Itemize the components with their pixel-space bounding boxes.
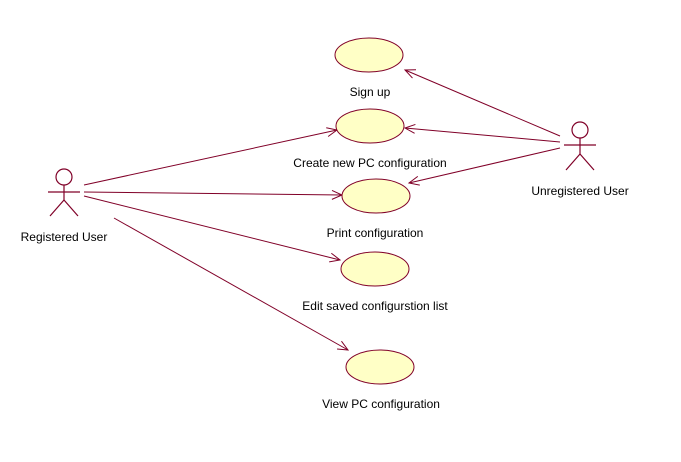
- association-registered-to-edit: [83, 195, 341, 261]
- actor-registered-user-label: Registered User: [21, 230, 108, 244]
- usecase-view-ellipse: [345, 349, 415, 385]
- usecase-view-pc-configuration[interactable]: View PC configuration: [322, 349, 440, 411]
- association-registered-to-print: [83, 191, 343, 196]
- associations: [83, 69, 561, 351]
- usecase-print-label: Print configuration: [327, 226, 424, 240]
- association-unregistered-to-signup-arrowhead-icon: [403, 69, 417, 79]
- association-registered-to-view: [113, 217, 349, 351]
- usecase-create-new-pc-configuration[interactable]: Create new PC configuration: [293, 108, 447, 170]
- association-registered-to-edit-arrowhead-icon: [329, 252, 342, 263]
- association-unregistered-to-create-arrowhead-icon: [403, 123, 416, 134]
- association-unregistered-to-print: [408, 147, 561, 184]
- usecase-create-label: Create new PC configuration: [293, 156, 446, 170]
- usecase-edit-ellipse: [340, 251, 410, 287]
- usecase-sign-up[interactable]: Sign up: [334, 37, 404, 99]
- actor-stick-figure-icon: [564, 121, 596, 171]
- actor-unregistered-user[interactable]: Unregistered User: [531, 121, 629, 198]
- actor-registered-user[interactable]: Registered User: [21, 168, 108, 244]
- usecase-print-configuration[interactable]: Print configuration: [327, 178, 424, 240]
- association-registered-to-view-arrowhead-icon: [337, 340, 350, 351]
- association-registered-to-create: [83, 129, 338, 186]
- usecase-edit-label: Edit saved configurstion list: [302, 299, 448, 313]
- actor-unregistered-user-label: Unregistered User: [531, 184, 628, 198]
- usecase-view-label: View PC configuration: [322, 397, 440, 411]
- association-unregistered-to-signup: [404, 69, 561, 137]
- association-unregistered-to-create: [404, 127, 561, 143]
- usecase-print-ellipse: [341, 178, 411, 214]
- usecase-sign-up-label: Sign up: [350, 85, 391, 99]
- association-unregistered-to-print-arrowhead-icon: [407, 175, 420, 186]
- usecase-edit-saved-configuration-list[interactable]: Edit saved configurstion list: [302, 251, 448, 313]
- usecase-create-ellipse: [335, 108, 405, 144]
- usecase-sign-up-ellipse: [334, 37, 404, 73]
- actor-stick-figure-icon: [48, 168, 80, 217]
